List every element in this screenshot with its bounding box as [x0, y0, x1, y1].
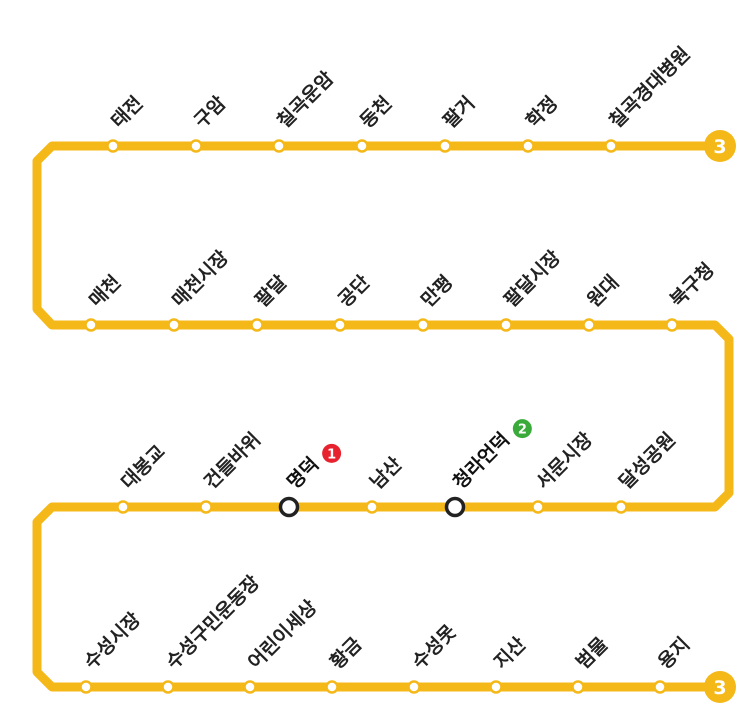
- line-number-label: 3: [713, 136, 726, 158]
- station-marker: [167, 318, 181, 332]
- transfer-line-badge: 2: [512, 419, 532, 439]
- station-marker: [365, 500, 379, 514]
- station-name-label: 명덕: [283, 453, 323, 493]
- station-name-label: 달성공원: [615, 429, 680, 494]
- station-name-label: 수성시장: [80, 608, 145, 673]
- station-1-1[interactable]: 매천시장: [167, 246, 233, 332]
- station-name-label: 칠곡운암: [273, 67, 338, 132]
- line-3-track: [32, 141, 734, 692]
- station-0-2[interactable]: 칠곡운암: [272, 67, 338, 153]
- station-name-label: 서문시장: [532, 428, 597, 493]
- station-1-7[interactable]: 북구청: [665, 259, 719, 332]
- station-2-4[interactable]: 청라언덕 2: [444, 419, 532, 518]
- station-marker: [116, 500, 130, 514]
- station-marker: [665, 318, 679, 332]
- terminal-badge-top[interactable]: 3: [704, 130, 736, 162]
- station-name-label: 만평: [417, 271, 457, 311]
- station-3-2[interactable]: 어린이세상: [243, 596, 322, 694]
- station-3-4[interactable]: 수성못: [407, 621, 461, 694]
- station-name-label: 구암: [190, 92, 231, 133]
- station-marker: [106, 139, 120, 153]
- terminal-badge-bottom[interactable]: 3: [704, 671, 736, 703]
- station-marker: [189, 139, 203, 153]
- station-marker: [571, 680, 585, 694]
- station-marker: [79, 680, 93, 694]
- station-marker: [604, 139, 618, 153]
- station-name-label: 범물: [572, 633, 612, 673]
- station-marker: [489, 680, 503, 694]
- transfer-badge-circle: [512, 419, 532, 439]
- station-name-label: 공단: [334, 271, 375, 312]
- station-name-label: 동천: [356, 92, 396, 132]
- station-marker: [272, 139, 286, 153]
- station-name-label: 어린이세상: [244, 596, 322, 674]
- station-marker: [416, 318, 430, 332]
- station-name-label: 팔달: [251, 271, 292, 312]
- station-2-5[interactable]: 서문시장: [531, 428, 597, 514]
- station-name-label: 팔달시장: [500, 246, 565, 311]
- station-marker: [582, 318, 596, 332]
- station-2-0[interactable]: 대봉교: [116, 441, 170, 514]
- station-marker: [333, 318, 347, 332]
- station-name-label: 대봉교: [117, 441, 170, 494]
- station-2-1[interactable]: 건들바위: [199, 429, 265, 514]
- station-name-label: 용지: [654, 633, 694, 673]
- station-1-5[interactable]: 팔달시장: [499, 246, 565, 332]
- station-marker: [614, 500, 628, 514]
- station-marker: [243, 680, 257, 694]
- station-name-label: 칠곡경대병원: [605, 43, 695, 133]
- station-marker: [438, 139, 452, 153]
- station-name-label: 건들바위: [200, 429, 265, 494]
- station-marker: [407, 680, 421, 694]
- station-name-label: 황금: [325, 633, 366, 674]
- station-2-6[interactable]: 달성공원: [614, 429, 680, 514]
- station-name-label: 북구청: [666, 259, 719, 312]
- station-marker: [531, 500, 545, 514]
- station-0-6[interactable]: 칠곡경대병원: [604, 43, 695, 153]
- station-name-label: 원대: [583, 271, 623, 311]
- station-name-label: 학정: [522, 92, 562, 132]
- station-name-label: 태전: [107, 92, 147, 132]
- station-marker: [521, 139, 535, 153]
- station-marker: [199, 500, 213, 514]
- transfer-badge-circle: [322, 443, 342, 463]
- terminal-badge-circle: [704, 671, 736, 703]
- station-3-1[interactable]: 수성구민운동장: [161, 571, 264, 694]
- transfer-station-marker: [444, 496, 466, 518]
- station-name-label: 매천: [85, 271, 125, 311]
- station-name-label: 청라언덕: [449, 429, 514, 494]
- station-marker: [499, 318, 513, 332]
- station-marker: [161, 680, 175, 694]
- transfer-line-number: 1: [327, 447, 336, 462]
- station-marker: [325, 680, 339, 694]
- station-marker: [355, 139, 369, 153]
- station-marker: [84, 318, 98, 332]
- station-3-0[interactable]: 수성시장: [79, 608, 145, 694]
- station-name-label: 지산: [490, 633, 531, 674]
- station-name-label: 매천시장: [168, 246, 233, 311]
- transfer-station-marker: [278, 496, 300, 518]
- station-name-label: 팔거: [439, 92, 479, 132]
- line-number-label: 3: [713, 677, 726, 699]
- transfer-line-badge: 1: [322, 443, 342, 463]
- station-name-label: 수성못: [408, 621, 461, 674]
- station-marker: [653, 680, 667, 694]
- transfer-line-number: 2: [518, 423, 527, 438]
- terminal-badge-circle: [704, 130, 736, 162]
- station-marker: [250, 318, 264, 332]
- station-name-label: 남산: [366, 453, 407, 494]
